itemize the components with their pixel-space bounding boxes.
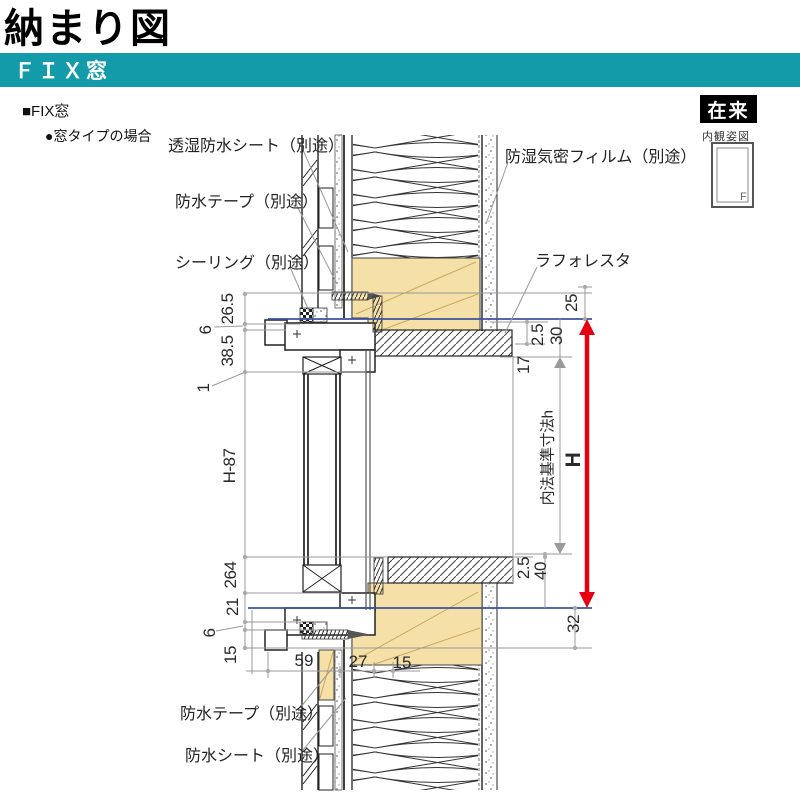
subheading-case: ●窓タイプの場合 <box>45 128 152 144</box>
inner-view-glyph: F <box>740 191 747 203</box>
dim-17: 17 <box>514 356 533 374</box>
dim-overall-height: H <box>562 452 585 468</box>
insulation-top <box>353 135 478 258</box>
furring-top <box>318 187 334 291</box>
section-header-label: ＦＩＸ窓 <box>14 60 110 83</box>
inner-elevation-figure <box>711 142 754 208</box>
subheading-window: ■FIX窓 <box>22 103 70 120</box>
callout-vapor-film: 防湿気密フィルム（別途） <box>505 149 697 166</box>
dim-2-5-top: 2.5 <box>528 323 547 347</box>
dim-15-left: 15 <box>221 646 240 664</box>
sill-casing <box>387 556 514 584</box>
interior-board-top <box>478 135 498 331</box>
dim-40: 40 <box>531 562 550 580</box>
construction-method-badge: 在来 <box>700 95 757 123</box>
callout-water-sheet-bottom: 防水シート（別途） <box>185 748 330 765</box>
dim-glass-height: H-87 <box>220 448 239 484</box>
exterior-siding-bottom <box>301 652 319 790</box>
dims-right <box>490 286 592 648</box>
exterior-siding-top <box>301 135 319 308</box>
callout-sealing: シーリング（別途） <box>175 255 320 272</box>
dim-59: 59 <box>294 651 314 670</box>
sheathing-top <box>343 135 353 318</box>
furring-bottom <box>318 649 335 791</box>
callout-moisture-sheet-top: 透湿防水シート（別途） <box>168 138 345 155</box>
dims-bottom-ticks <box>265 668 396 674</box>
dim-30: 30 <box>547 327 566 345</box>
dim-264: 264 <box>221 561 240 589</box>
dim-26-5: 26.5 <box>218 293 237 325</box>
dim-27: 27 <box>348 652 368 671</box>
dim-1: 1 <box>194 383 213 393</box>
section-header-bar: ＦＩＸ窓 <box>0 53 800 87</box>
callout-laforesta: ラフォレスタ <box>535 253 632 270</box>
dim-15-bottom: 15 <box>392 653 412 672</box>
inner-height-arrows <box>554 357 566 554</box>
head-casing <box>372 329 513 357</box>
dims-right-ticks <box>525 284 588 651</box>
dim-21: 21 <box>223 598 242 616</box>
callout-leaders <box>289 149 538 751</box>
overall-height-arrow <box>579 319 595 608</box>
callout-water-tape-bottom: 防水テープ（別途） <box>180 706 324 723</box>
weather-sheet-strip-bottom <box>334 649 343 791</box>
dim-38-5: 38.5 <box>218 335 237 367</box>
dims-left-ticks <box>242 291 248 651</box>
dim-32: 32 <box>564 615 583 633</box>
dims-left <box>211 292 592 649</box>
dim-6-top: 6 <box>196 325 215 335</box>
fastening-screws <box>301 291 384 640</box>
glazing <box>302 350 371 610</box>
insulation-bottom <box>353 665 478 790</box>
dim-6-bottom: 6 <box>200 628 219 638</box>
frame-head <box>264 319 376 373</box>
callout-water-tape-top: 防水テープ（別途） <box>175 194 319 211</box>
dim-25: 25 <box>562 294 581 312</box>
inner-view-caption: 内観姿図 <box>702 131 750 143</box>
dim-inner-height-label: 内法基準寸法h <box>539 410 557 506</box>
page-title: 納まり図 <box>4 7 172 51</box>
